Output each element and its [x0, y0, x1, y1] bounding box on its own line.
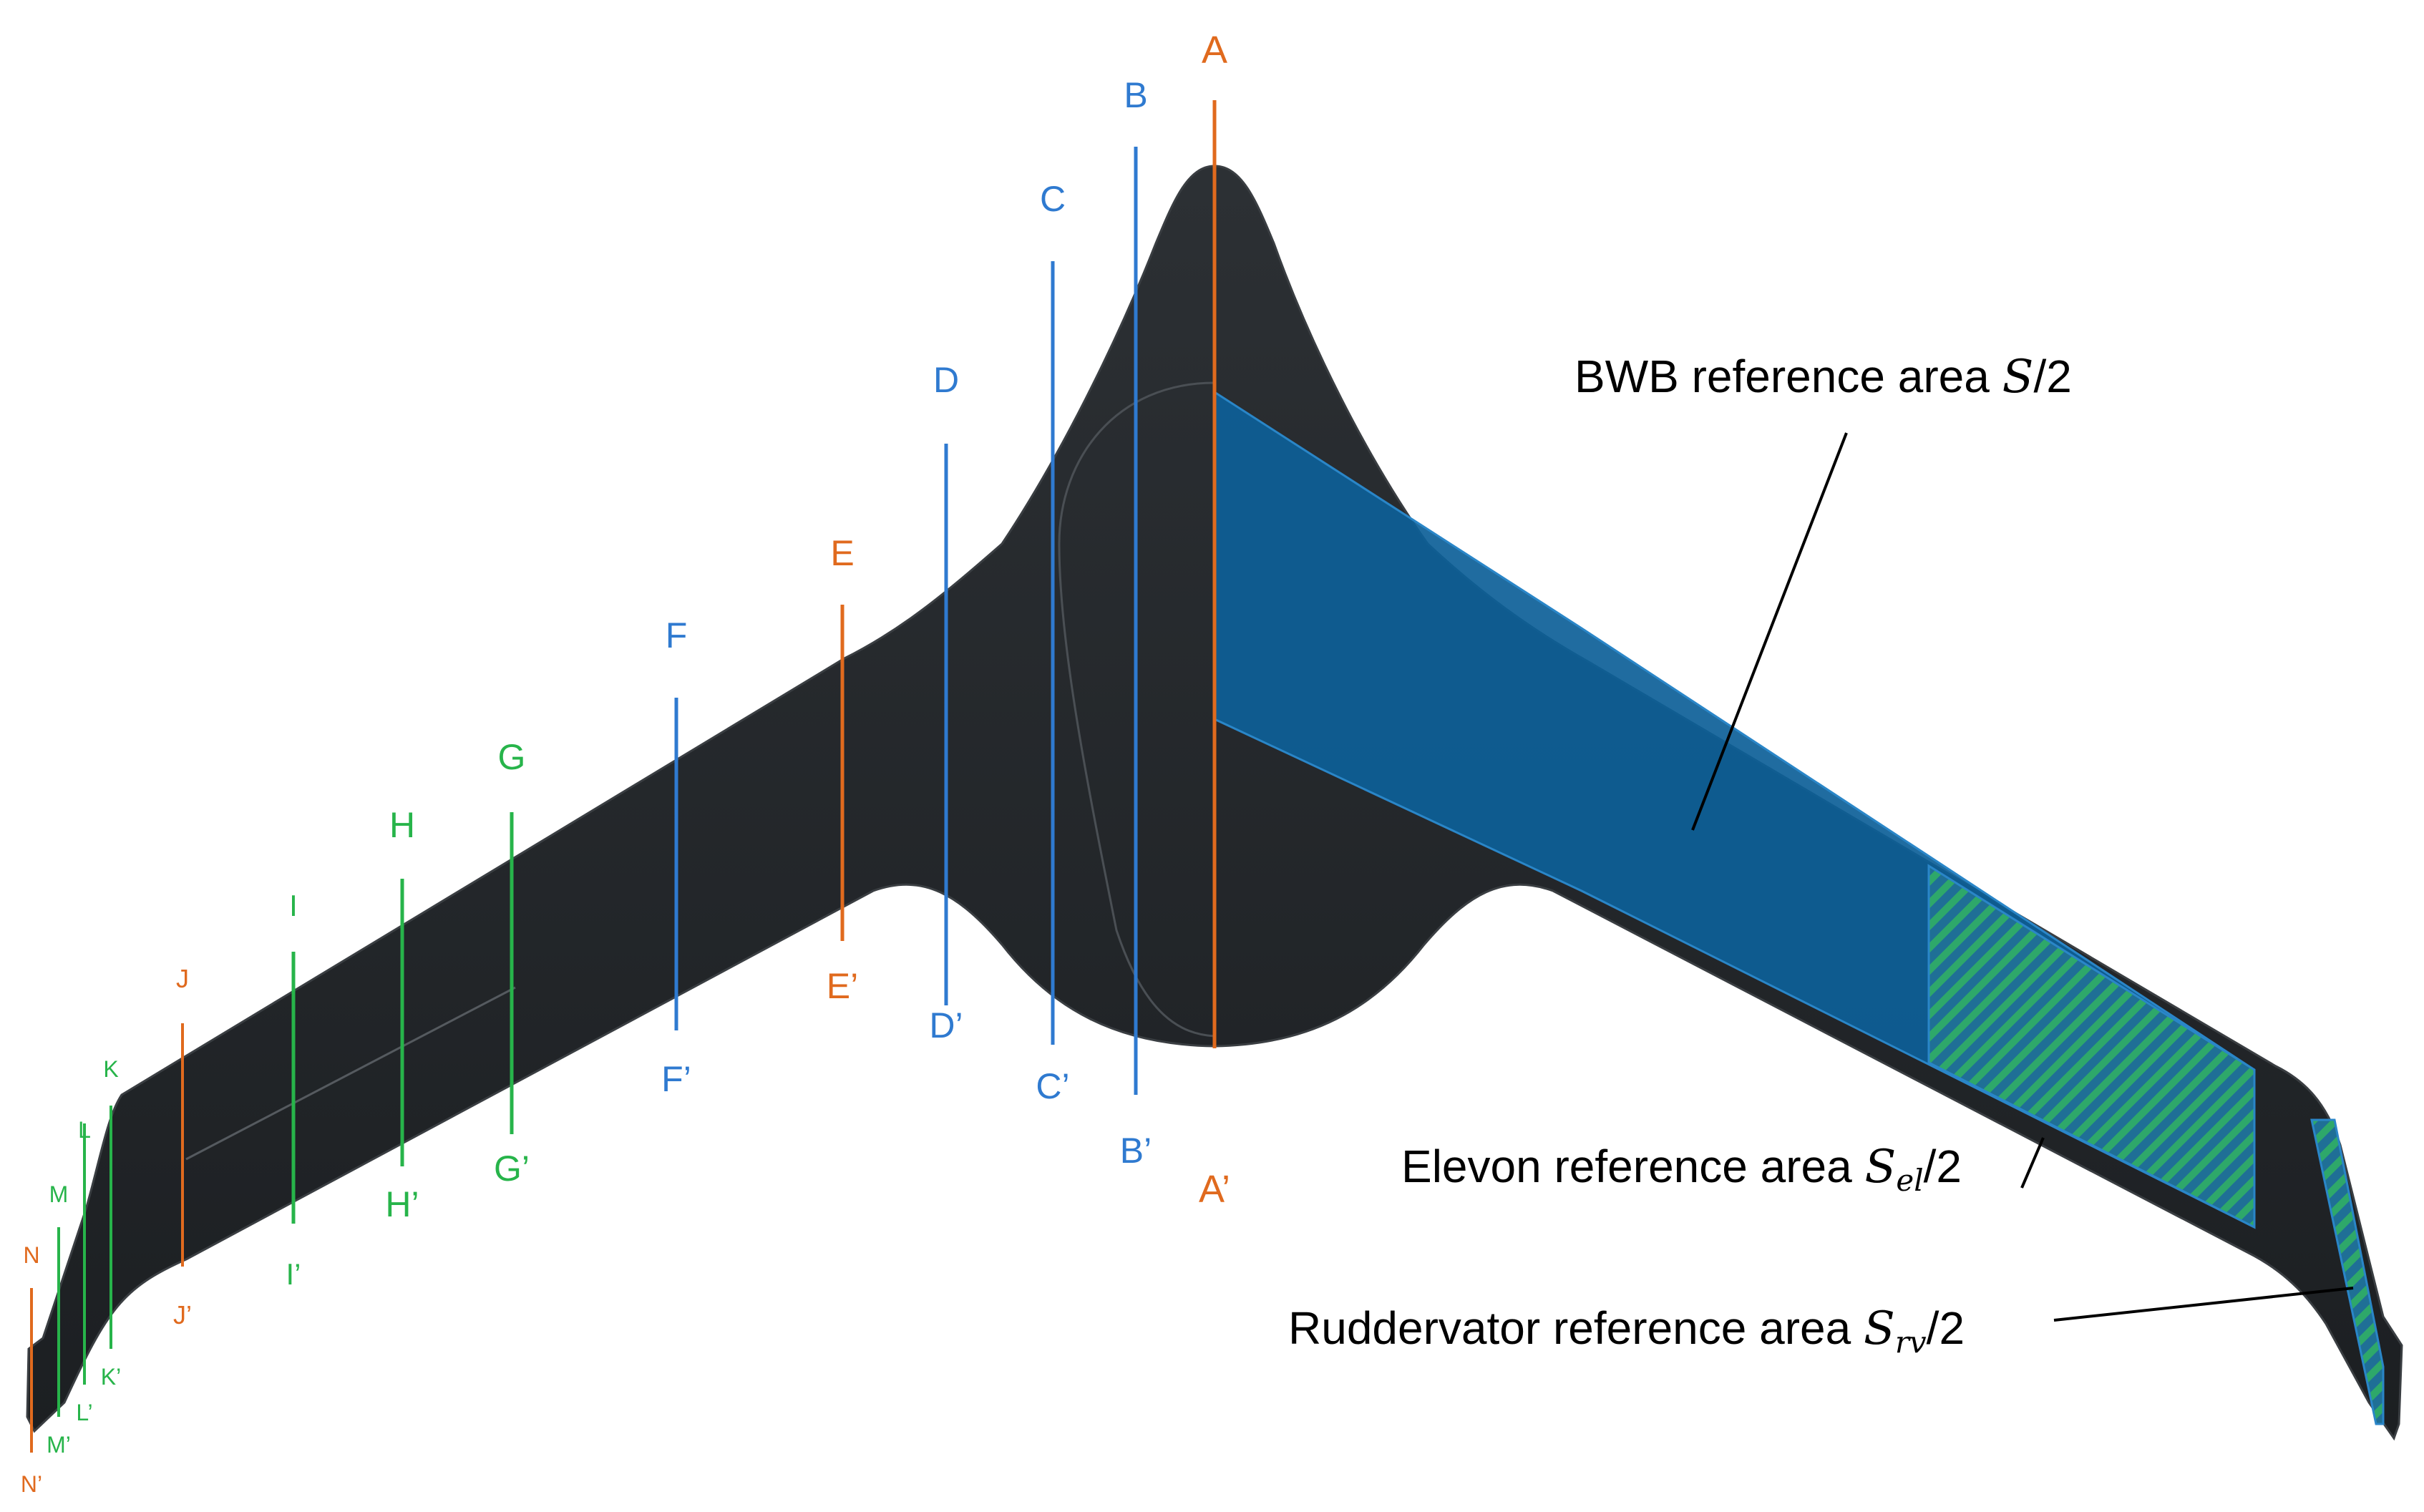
fuselage-outline: [1058, 381, 1215, 1038]
section-label-top-j: J: [176, 964, 189, 993]
section-label-top-k: K: [103, 1056, 118, 1082]
section-label-bottom-l: L’: [76, 1400, 92, 1425]
elevon-annotation: Elevon reference area Sel/2: [1401, 1141, 1962, 1198]
section-label-bottom-c: C’: [1036, 1066, 1069, 1106]
section-label-bottom-d: D’: [929, 1005, 963, 1045]
section-label-top-l: L: [78, 1117, 91, 1143]
section-label-bottom-k: K’: [101, 1364, 121, 1390]
section-label-bottom-h: H’: [385, 1184, 419, 1224]
section-label-top-m: M: [49, 1181, 69, 1207]
ruddervator-reference-area: [2310, 1118, 2385, 1425]
section-label-top-c: C: [1040, 179, 1066, 219]
section-label-top-a: A: [1202, 29, 1227, 72]
section-label-bottom-e: E’: [827, 966, 858, 1006]
section-label-bottom-i: I’: [286, 1257, 301, 1291]
section-stations: AA’BB’CC’DD’EE’FF’GG’HH’II’JJ’KK’LL’MM’N…: [21, 29, 1230, 1497]
section-label-top-d: D: [933, 360, 959, 400]
section-label-top-f: F: [666, 615, 688, 655]
section-label-bottom-n: N’: [21, 1471, 42, 1497]
section-label-top-g: G: [498, 737, 526, 777]
annotation-leaders: [1691, 432, 2354, 1322]
ruddervator-annotation: Ruddervator reference area Srv/2: [1288, 1302, 1965, 1360]
section-label-bottom-f: F’: [661, 1059, 691, 1099]
section-label-top-n: N: [23, 1242, 39, 1268]
section-label-top-b: B: [1124, 75, 1147, 115]
section-label-top-e: E: [830, 533, 854, 573]
section-label-bottom-a: A’: [1199, 1168, 1230, 1211]
section-label-bottom-m: M’: [47, 1432, 71, 1458]
section-label-top-i: I: [289, 889, 298, 922]
ruddervator-leader-line: [2053, 1287, 2354, 1322]
section-label-top-h: H: [389, 805, 415, 845]
elevon-leader-line: [2020, 1137, 2045, 1189]
elevon-reference-area: [1927, 864, 2256, 1229]
section-label-bottom-b: B’: [1120, 1131, 1152, 1171]
section-label-bottom-g: G’: [494, 1148, 530, 1189]
wing-panel-line: [185, 986, 516, 1161]
bwb-leader-line: [1691, 432, 1848, 831]
bwb-annotation: BWB reference area S/2: [1574, 351, 2072, 404]
section-label-bottom-j: J’: [173, 1300, 192, 1330]
